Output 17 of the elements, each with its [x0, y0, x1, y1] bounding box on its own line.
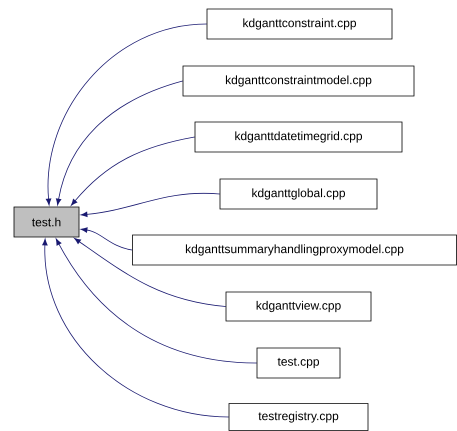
arrow [80, 192, 220, 218]
source-file-box: testregistry.cpp [228, 403, 368, 431]
arrow [74, 238, 226, 307]
source-file-box: kdganttsummaryhandlingproxymodel.cpp [132, 234, 457, 266]
header-file-box: test.h [14, 206, 80, 238]
source-file-box: kdganttconstraintmodel.cpp [182, 66, 414, 96]
source-file-box: kdganttglobal.cpp [220, 178, 378, 210]
source-file-box: kdganttview.cpp [226, 292, 372, 322]
arrow [46, 24, 207, 206]
arrow [80, 227, 132, 250]
source-file-box: kdganttconstraint.cpp [206, 8, 392, 40]
arrow [42, 238, 229, 418]
arrow [56, 80, 183, 206]
arrow [56, 238, 257, 364]
arrow [70, 136, 195, 206]
source-file-box: test.cpp [256, 348, 340, 378]
source-file-box: kdganttdatetimegrid.cpp [194, 122, 402, 152]
